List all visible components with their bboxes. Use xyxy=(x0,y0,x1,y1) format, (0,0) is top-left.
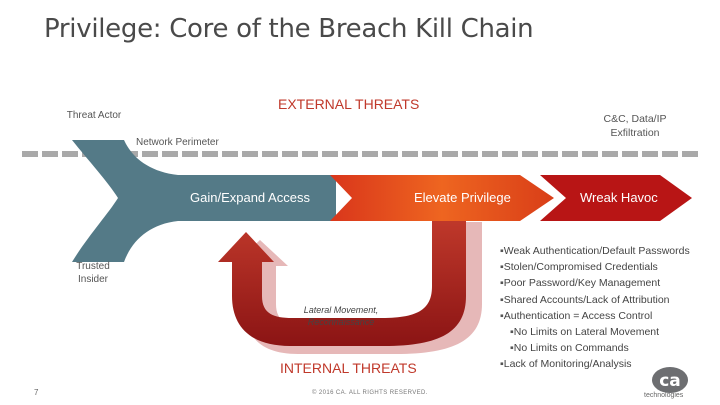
lateral-movement-label: Lateral Movement, Reconnaissance xyxy=(303,305,379,327)
list-item: Stolen/Compromised Credentials xyxy=(500,259,710,275)
stage-gain-access-label: Gain/Expand Access xyxy=(190,190,310,205)
logo-mark: ca xyxy=(659,371,681,391)
ca-logo: ca xyxy=(652,367,688,393)
lateral-loop-arrow xyxy=(218,218,466,346)
list-item: Lack of Monitoring/Analysis xyxy=(500,356,710,372)
cc-exfiltration-label: C&C, Data/IP Exfiltration xyxy=(603,113,667,139)
vulnerability-list: Weak Authentication/Default Passwords St… xyxy=(500,243,710,373)
internal-threats-label: INTERNAL THREATS xyxy=(280,360,417,376)
list-item: Weak Authentication/Default Passwords xyxy=(500,243,710,259)
stage-elevate-privilege-label: Elevate Privilege xyxy=(414,190,511,205)
network-perimeter-label: Network Perimeter xyxy=(136,137,219,148)
page-title: Privilege: Core of the Breach Kill Chain xyxy=(44,14,534,44)
list-item: Shared Accounts/Lack of Attribution xyxy=(500,292,710,308)
external-threats-label: EXTERNAL THREATS xyxy=(278,96,420,112)
gain-access-arrow xyxy=(72,140,336,262)
copyright-text: © 2016 CA. ALL RIGHTS RESERVED. xyxy=(312,390,428,396)
page-number: 7 xyxy=(34,388,39,397)
logo-text: technologies xyxy=(644,392,684,399)
wreak-havoc-arrow xyxy=(540,175,692,221)
list-item: No Limits on Lateral Movement xyxy=(500,324,710,340)
list-item: Authentication = Access Control xyxy=(500,308,710,324)
stage-wreak-havoc-label: Wreak Havoc xyxy=(580,190,658,205)
list-item: Poor Password/Key Management xyxy=(500,275,710,291)
threat-actor-label: Threat Actor xyxy=(66,110,122,121)
elevate-privilege-arrow xyxy=(330,175,554,221)
list-item: No Limits on Commands xyxy=(500,340,710,356)
trusted-insider-label: Trusted Insider xyxy=(76,261,110,285)
